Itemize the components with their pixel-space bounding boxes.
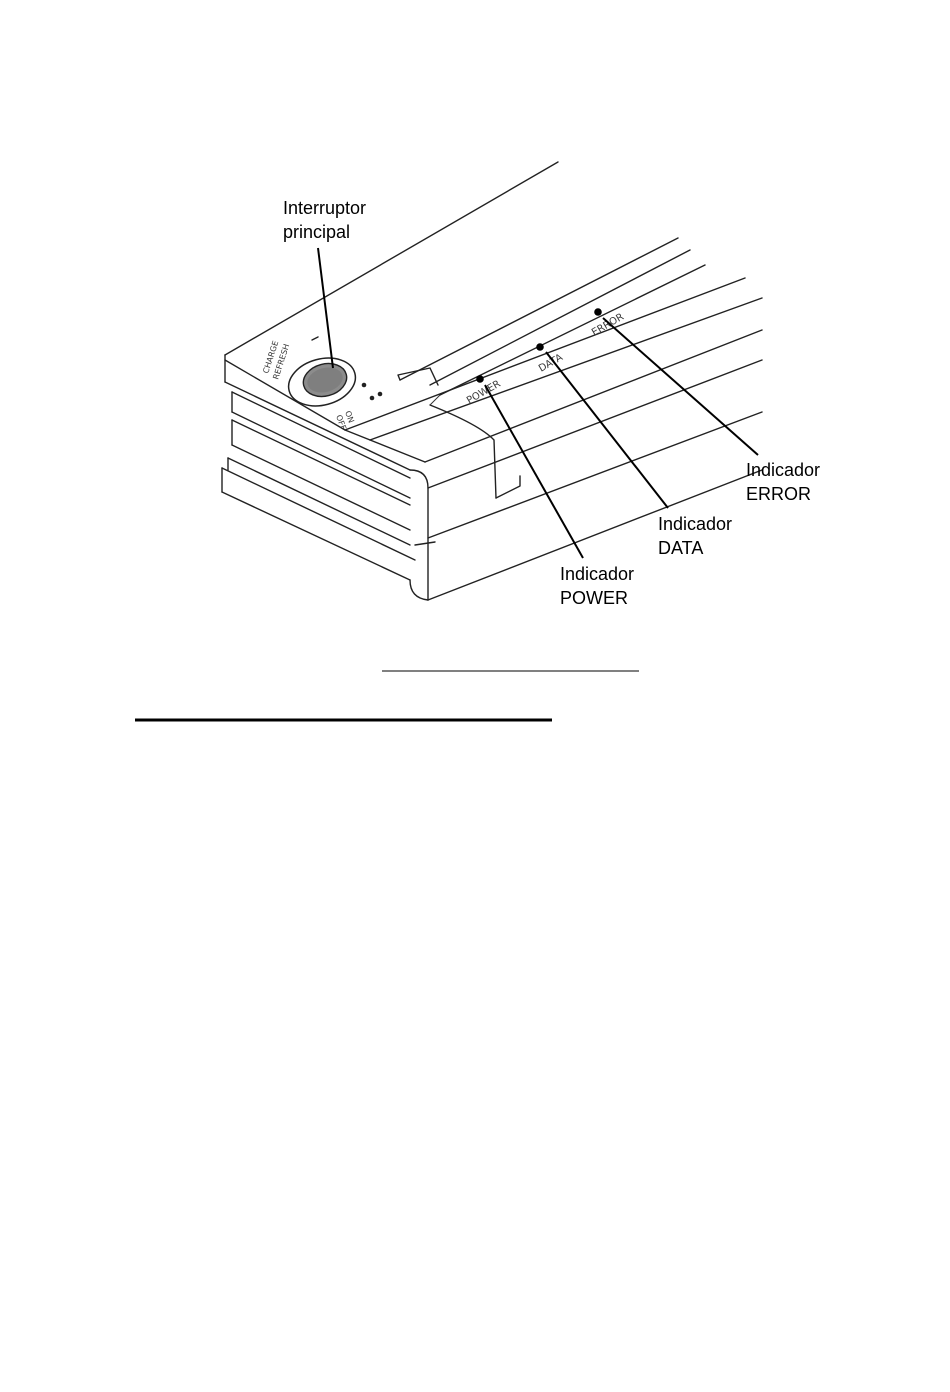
error-callout-line1: Indicador	[746, 460, 820, 480]
power-leader	[485, 385, 583, 558]
main-switch-leader	[318, 248, 333, 368]
error-callout-line2: ERROR	[746, 484, 811, 504]
main-switch-callout-line2: principal	[283, 222, 350, 242]
main-switch[interactable]	[283, 351, 361, 413]
data-leader	[546, 352, 668, 508]
power-callout-line1: Indicador	[560, 564, 634, 584]
data-led-icon	[536, 343, 544, 351]
main-switch-callout-line1: Interruptor	[283, 198, 366, 218]
power-led-icon	[476, 375, 484, 383]
error-leader	[603, 318, 758, 455]
switch-dots	[362, 383, 383, 401]
data-callout-line2: DATA	[658, 538, 703, 558]
power-callout-line2: POWER	[560, 588, 628, 608]
error-led-icon	[594, 308, 602, 316]
data-callout-line1: Indicador	[658, 514, 732, 534]
